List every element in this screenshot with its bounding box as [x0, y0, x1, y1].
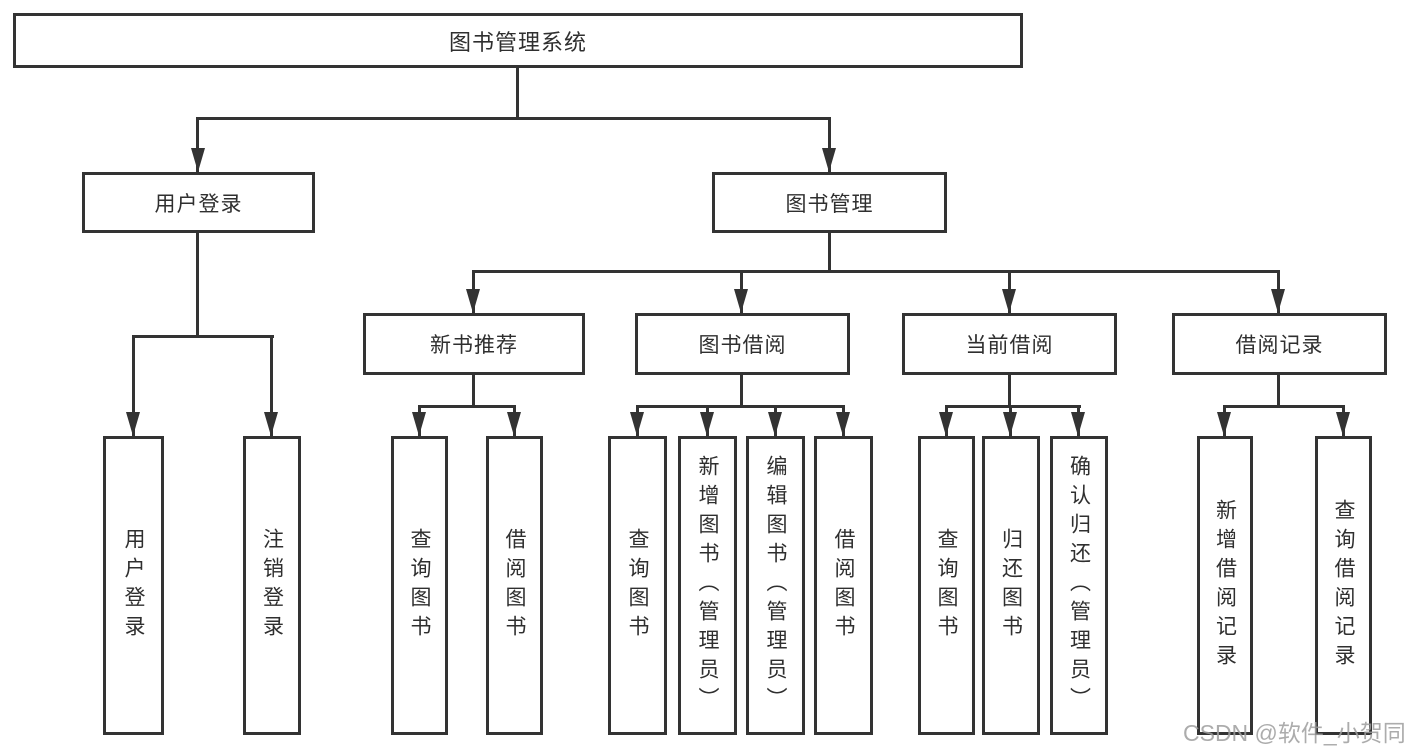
- connector-line: [472, 375, 475, 407]
- connector-line: [132, 335, 135, 436]
- leaf-logout: 注销登录: [243, 436, 301, 735]
- node-book-management: 图书管理: [712, 172, 947, 233]
- leaf-user-login: 用户登录: [103, 436, 164, 735]
- connector-line: [828, 233, 831, 273]
- watermark: CSDN @软件_小贺同学: [1183, 720, 1405, 746]
- leaf-user-login-label: 用户登录: [122, 527, 145, 644]
- arrow-down-icon: [1217, 412, 1231, 436]
- arrow-down-icon: [191, 148, 205, 172]
- connector-line: [196, 233, 199, 338]
- node-new-book-recommend: 新书推荐: [363, 313, 585, 375]
- connector-line: [1277, 375, 1280, 407]
- node-user-login-label: 用户登录: [154, 192, 243, 216]
- leaf-return-books-label: 归还图书: [999, 527, 1023, 644]
- connector-line: [1008, 375, 1011, 407]
- leaf-borrow-books-1: 借阅图书: [486, 436, 543, 735]
- node-root-label: 图书管理系统: [448, 29, 587, 55]
- leaf-logout-label: 注销登录: [260, 527, 284, 644]
- node-current-borrow: 当前借阅: [902, 313, 1117, 375]
- connector-line: [945, 405, 1081, 408]
- arrow-down-icon: [412, 412, 426, 436]
- connector-line: [270, 335, 273, 436]
- arrow-down-icon: [939, 412, 953, 436]
- connector-line: [740, 375, 743, 407]
- node-root: 图书管理系统: [13, 13, 1023, 68]
- arrow-down-icon: [264, 412, 278, 436]
- leaf-query-borrow-record-label: 查询借阅记录: [1332, 498, 1355, 673]
- leaf-add-books-admin-label: 新增图书（管理员）: [696, 455, 719, 716]
- arrow-down-icon: [768, 412, 782, 436]
- arrow-down-icon: [1336, 412, 1350, 436]
- connector-line: [472, 270, 1280, 273]
- leaf-query-books-1: 查询图书: [391, 436, 448, 735]
- leaf-add-books-admin: 新增图书（管理员）: [678, 436, 737, 735]
- leaf-confirm-return-admin: 确认归还（管理员）: [1050, 436, 1108, 735]
- node-user-login: 用户登录: [82, 172, 315, 233]
- leaf-query-books-3-label: 查询图书: [935, 527, 958, 644]
- connector-line: [828, 117, 831, 172]
- connector-line: [516, 68, 519, 120]
- leaf-confirm-return-admin-label: 确认归还（管理员）: [1067, 455, 1091, 716]
- connector-line: [196, 117, 831, 120]
- arrow-down-icon: [1002, 289, 1016, 313]
- arrow-down-icon: [836, 412, 850, 436]
- leaf-query-books-3: 查询图书: [918, 436, 975, 735]
- leaf-query-borrow-record: 查询借阅记录: [1315, 436, 1372, 735]
- arrow-down-icon: [126, 412, 140, 436]
- connector-line: [196, 117, 199, 172]
- arrow-down-icon: [630, 412, 644, 436]
- leaf-return-books: 归还图书: [982, 436, 1040, 735]
- connector-line: [418, 405, 516, 408]
- leaf-borrow-books-2: 借阅图书: [814, 436, 873, 735]
- node-new-book-recommend-label: 新书推荐: [430, 334, 518, 357]
- leaf-edit-books-admin-label: 编辑图书（管理员）: [764, 455, 787, 716]
- leaf-query-books-1-label: 查询图书: [408, 527, 431, 644]
- leaf-borrow-books-1-label: 借阅图书: [503, 527, 526, 644]
- leaf-borrow-books-2-label: 借阅图书: [832, 527, 855, 644]
- node-borrow-records: 借阅记录: [1172, 313, 1387, 375]
- arrow-down-icon: [466, 289, 480, 313]
- node-borrow-records-label: 借阅记录: [1235, 334, 1324, 357]
- connector-line: [1223, 405, 1345, 408]
- arrow-down-icon: [507, 412, 521, 436]
- node-book-borrow: 图书借阅: [635, 313, 850, 375]
- connector-line: [636, 405, 845, 408]
- leaf-edit-books-admin: 编辑图书（管理员）: [746, 436, 805, 735]
- leaf-add-borrow-record: 新增借阅记录: [1197, 436, 1253, 735]
- arrow-down-icon: [1071, 412, 1085, 436]
- arrow-down-icon: [700, 412, 714, 436]
- arrow-down-icon: [822, 148, 836, 172]
- arrow-down-icon: [1271, 289, 1285, 313]
- leaf-query-books-2: 查询图书: [608, 436, 667, 735]
- arrow-down-icon: [734, 289, 748, 313]
- node-book-borrow-label: 图书借阅: [698, 334, 787, 357]
- node-book-management-label: 图书管理: [785, 192, 874, 216]
- connector-line: [132, 335, 274, 338]
- arrow-down-icon: [1003, 412, 1017, 436]
- leaf-add-borrow-record-label: 新增借阅记录: [1213, 498, 1237, 673]
- node-current-borrow-label: 当前借阅: [965, 334, 1054, 357]
- leaf-query-books-2-label: 查询图书: [626, 527, 649, 644]
